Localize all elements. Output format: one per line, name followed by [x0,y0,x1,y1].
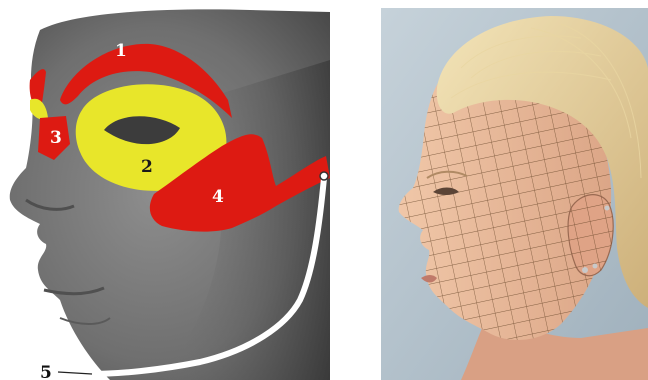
head-model-panel: 1 2 3 4 5 [0,0,330,380]
zone-5-label: 5 [40,363,52,380]
zone-4-label: 4 [212,187,224,207]
zone-2-label: 2 [141,157,153,177]
mesh-photo-panel [381,8,648,380]
mesh-photo-illustration [381,8,648,380]
earring-mid [593,264,598,269]
zone-5-endpoint-marker [320,172,328,180]
earring-top [605,206,610,211]
head-model-illustration: 1 2 3 4 5 [0,0,330,380]
zone-1-label: 1 [115,41,127,61]
earring-bottom [582,267,588,273]
zone-3-label: 3 [50,128,62,148]
zone-5-leader-line [58,372,92,374]
